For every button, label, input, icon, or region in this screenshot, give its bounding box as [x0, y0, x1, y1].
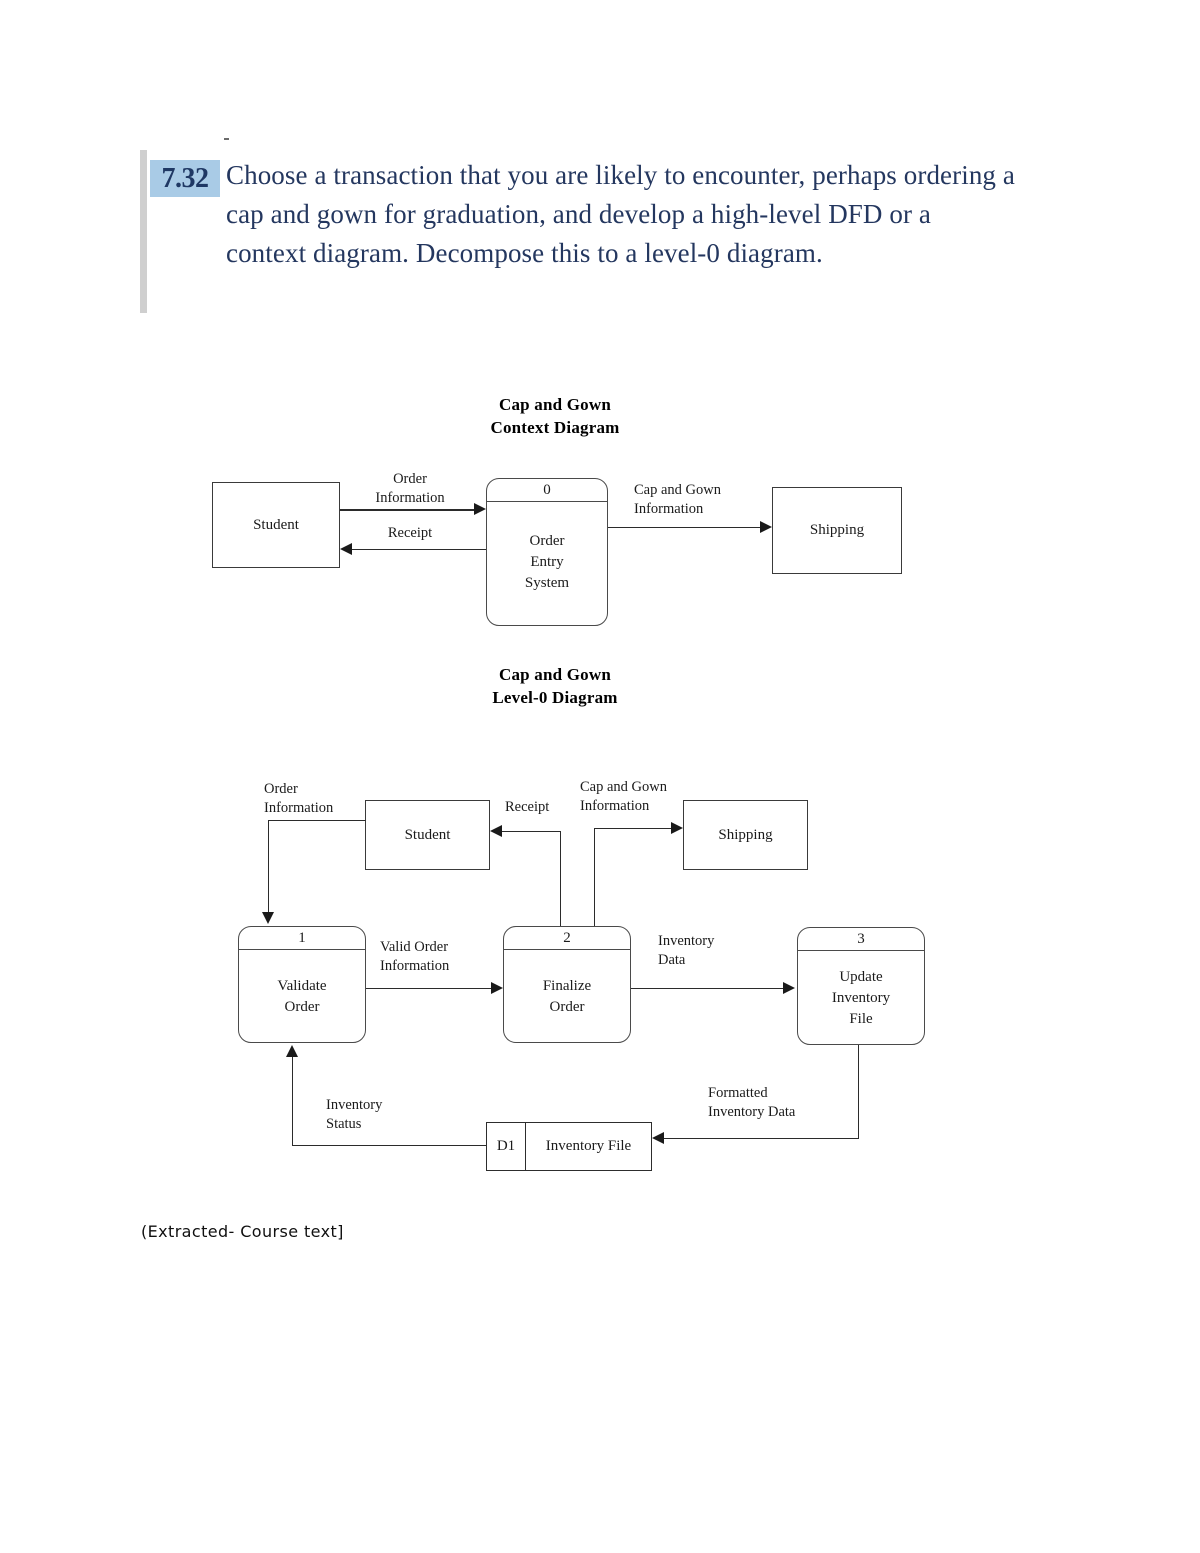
level0-flow-arrow-valid-order-information [491, 982, 503, 994]
context-flow-label-order-information: Order Information [375, 471, 445, 506]
level0-flow-arrow-order-information [262, 912, 274, 924]
level0-process-1-number: 1 [239, 928, 365, 950]
level0-datastore-inventory-file: D1 Inventory File [486, 1122, 652, 1171]
level0-flow-label-valid-order-information: Valid Order Information [380, 939, 450, 974]
level0-flow-arrow-cap-and-gown-information [671, 822, 683, 834]
context-flow-arrow-order-information [474, 503, 486, 515]
level0-flow-line-cap-and-gown-information-h [594, 828, 671, 829]
context-flow-line-receipt [352, 549, 486, 550]
level0-process-finalize-order: 2 Finalize Order [503, 926, 631, 1043]
level0-process-validate-order: 1 Validate Order [238, 926, 366, 1043]
level0-entity-student: Student [365, 800, 490, 870]
level0-flow-arrow-receipt [490, 825, 502, 837]
context-diagram-title: Cap and Gown Context Diagram [490, 395, 620, 437]
context-entity-student-label: Student [253, 516, 299, 533]
level0-flow-arrow-formatted-inventory-data [652, 1132, 664, 1144]
level0-flow-label-formatted-inventory-data: Formatted Inventory Data [708, 1085, 796, 1120]
level0-process-update-inventory-file: 3 Update Inventory File [797, 927, 925, 1045]
level0-flow-line-receipt-v [560, 831, 561, 926]
level0-flow-line-inventory-status-h [292, 1145, 486, 1146]
context-flow-line-order-information [340, 509, 474, 511]
level0-process-2-label: Finalize Order [542, 977, 592, 1015]
context-flow-arrow-cap-and-gown-information [760, 521, 772, 533]
level0-flow-line-inventory-status-v [292, 1057, 293, 1145]
level0-flow-label-order-information: Order Information [264, 781, 334, 816]
footer-source-note: (Extracted- Course text] [141, 1222, 344, 1241]
level0-flow-label-receipt: Receipt [505, 799, 550, 815]
context-flow-line-cap-and-gown-information [608, 527, 762, 528]
context-process-label: Order Entry System [524, 533, 570, 591]
margin-tick-mark [224, 138, 229, 140]
level0-flow-line-cap-and-gown-information-v [594, 828, 595, 926]
context-flow-label-receipt: Receipt [387, 525, 433, 541]
level0-flow-label-inventory-data: Inventory Data [658, 933, 715, 968]
level0-entity-shipping-label: Shipping [718, 826, 773, 843]
question-text: Choose a transaction that you are likely… [226, 160, 1015, 268]
level0-diagram-title: Cap and Gown Level-0 Diagram [492, 665, 618, 707]
level0-flow-label-cap-and-gown-information: Cap and Gown Information [580, 779, 667, 814]
context-entity-shipping: Shipping [772, 487, 902, 574]
context-entity-student: Student [212, 482, 340, 568]
level0-entity-student-label: Student [404, 826, 451, 843]
context-entity-shipping-label: Shipping [809, 522, 865, 538]
level0-flow-line-inventory-data [631, 988, 785, 989]
level0-process-3-label: Update Inventory File [831, 968, 891, 1027]
level0-datastore-id: D1 [487, 1123, 526, 1170]
level0-process-3-number: 3 [798, 929, 924, 951]
level0-process-2-number: 2 [504, 928, 630, 950]
question-number-badge: 7.32 [150, 160, 220, 197]
level0-flow-line-formatted-inventory-data-h [664, 1138, 859, 1139]
margin-change-bar [140, 150, 147, 313]
level0-flow-line-order-information-v [268, 820, 269, 914]
context-process-order-entry-system: 0 Order Entry System [486, 478, 608, 626]
level0-flow-arrow-inventory-data [783, 982, 795, 994]
level0-flow-line-valid-order-information [366, 988, 493, 989]
level0-flow-arrow-inventory-status [286, 1045, 298, 1057]
question-block: 7.32 Choose a transaction that you are l… [140, 138, 1020, 315]
level0-flow-line-receipt-h [502, 831, 561, 832]
context-flow-arrow-receipt [340, 543, 352, 555]
level0-flow-line-formatted-inventory-data-v [858, 1045, 859, 1138]
level0-process-1-label: Validate Order [277, 977, 327, 1015]
level0-datastore-name: Inventory File [545, 1138, 632, 1154]
context-process-number: 0 [487, 480, 607, 502]
level0-flow-label-inventory-status: Inventory Status [326, 1097, 383, 1132]
level0-flow-line-order-information-h [268, 820, 366, 821]
level0-entity-shipping: Shipping [683, 800, 808, 870]
context-flow-label-cap-and-gown-information: Cap and Gown Information [634, 482, 721, 517]
